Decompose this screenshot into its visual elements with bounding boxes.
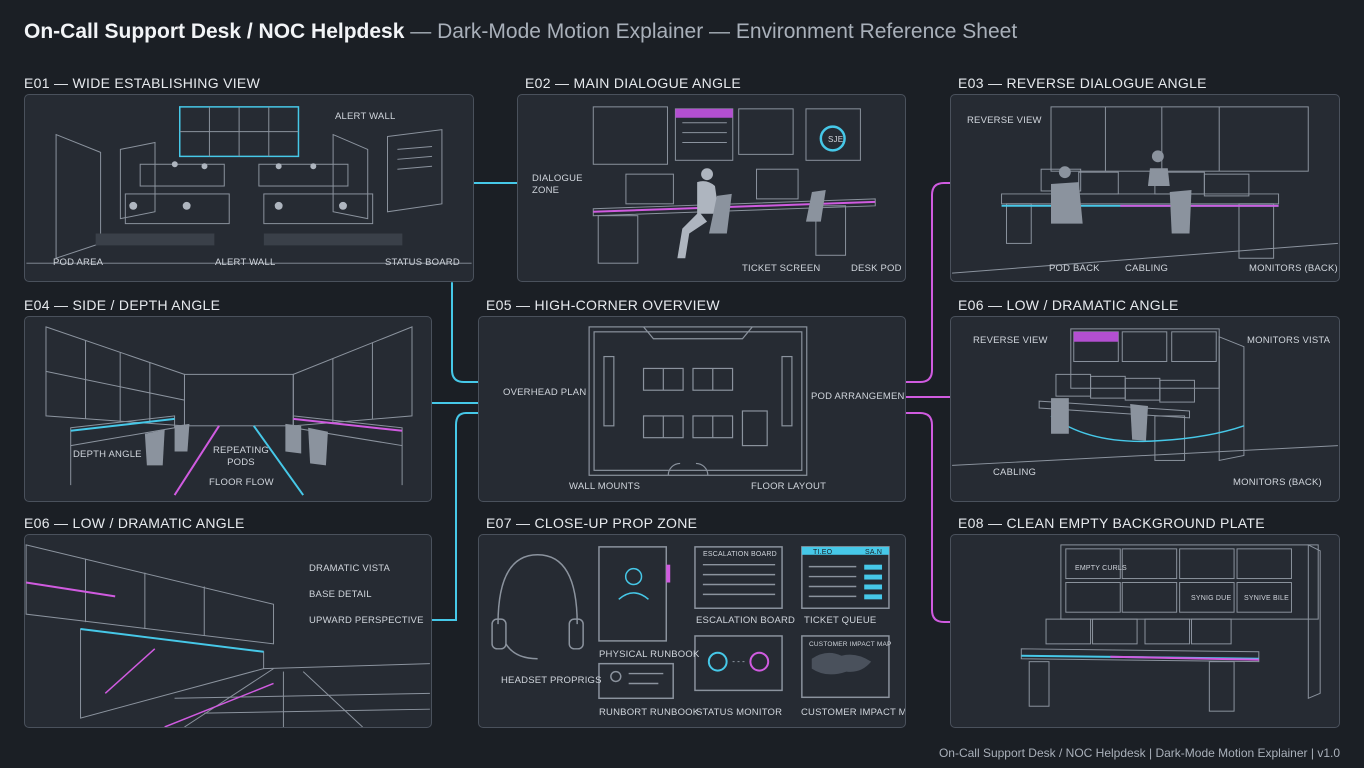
panel-illustration: REVERSE VIEW MONITORS VISTA CABLING MONI… — [950, 316, 1340, 502]
label-floor-layout: FLOOR LAYOUT — [751, 481, 827, 492]
panel-title: E02 — MAIN DIALOGUE ANGLE — [525, 75, 742, 91]
low-angle-monitors-sketch — [952, 328, 1338, 466]
panel-title: E06 — LOW / DRAMATIC ANGLE — [24, 515, 245, 531]
label-base-detail: BASE DETAIL — [309, 589, 372, 600]
label-dialogue-zone: DIALOGUE ZONE — [532, 173, 583, 196]
panel-title: E03 — REVERSE DIALOGUE ANGLE — [958, 75, 1207, 91]
label-queue-header: TI.EO — [813, 549, 833, 556]
label-map-header: CUSTOMER IMPACT MAP — [809, 641, 892, 648]
empty-plate-sketch — [1020, 544, 1321, 712]
panel-title: E04 — SIDE / DEPTH ANGLE — [24, 297, 221, 313]
panel-title: E05 — HIGH-CORNER OVERVIEW — [486, 297, 720, 313]
panel-e06-left: E06 — LOW / DRAMATIC ANGLE DRAMATIC VIST… — [24, 512, 432, 728]
label-monitors-back: MONITORS (BACK) — [1233, 477, 1322, 488]
label-reverse-view: REVERSE VIEW — [967, 115, 1042, 126]
label-ticket-queue: TICKET QUEUE — [804, 615, 877, 626]
label-monitors-back: MONITORS (BACK) — [1249, 263, 1338, 274]
label-escalation-board: ESCALATION BOARD — [696, 615, 796, 626]
label-repeating-pods: REPEATING PODS — [213, 445, 269, 468]
panel-e06-right: E06 — LOW / DRAMATIC ANGLE REVERSE VIEW … — [950, 294, 1340, 502]
label-ticket-screen: TICKET SCREEN — [742, 263, 821, 274]
label-cabling: CABLING — [1125, 263, 1169, 274]
panel-e02: E02 — MAIN DIALOGUE ANGLE — [517, 72, 906, 282]
label-pod-back: POD BACK — [1049, 263, 1100, 274]
panel-e08: E08 — CLEAN EMPTY BACKGROUND PLATE EMPTY… — [950, 512, 1340, 728]
label-escalation-board-header: ESCALATION BOARD — [703, 551, 777, 558]
label-alert-wall-top: ALERT WALL — [335, 111, 396, 122]
overhead-plan-sketch — [588, 326, 808, 476]
footer-version: On-Call Support Desk / NOC Helpdesk | Da… — [938, 746, 1340, 760]
panel-illustration: DEPTH ANGLE REPEATING PODS FLOOR FLOW — [24, 316, 432, 502]
reverse-dialogue-sketch — [952, 106, 1338, 274]
label-headset: HEADSET PROPRIGS — [501, 675, 602, 686]
panel-title: E01 — WIDE ESTABLISHING VIEW — [24, 75, 261, 91]
label-status-board: STATUS BOARD — [385, 257, 460, 268]
dialogue-desk-sketch — [592, 106, 876, 264]
label-queue-tag: SA.N — [865, 549, 883, 556]
panel-e01: E01 — WIDE ESTABLISHING VIEW — [24, 72, 474, 282]
panel-illustration: REVERSE VIEW POD BACK CABLING MONITORS (… — [950, 94, 1340, 282]
page-title-sub: — Dark-Mode Motion Explainer — Environme… — [404, 20, 1018, 43]
label-overhead-plan: OVERHEAD PLAN — [503, 387, 587, 398]
panel-illustration: EMPTY CURLS SYNIG DUE SYNIVE BILE — [950, 534, 1340, 728]
label-runbort-runbook: RUNBORT RUNBOOK — [599, 707, 700, 718]
panel-title: E07 — CLOSE-UP PROP ZONE — [486, 515, 698, 531]
label-customer-impact-map: CUSTOMER IMPACT MAP — [801, 707, 906, 718]
page-title: On-Call Support Desk / NOC Helpdesk — Da… — [24, 20, 1017, 44]
label-physical-runbook: PHYSICAL RUNBOOK — [599, 649, 700, 660]
label-alert-wall-bottom: ALERT WALL — [215, 257, 276, 268]
label-status-monitor: STATUS MONITOR — [696, 707, 783, 718]
panel-e03: E03 — REVERSE DIALOGUE ANGLE REVERSE VIE… — [950, 72, 1340, 282]
label-pod-arrangement: POD ARRANGEMENT — [811, 391, 906, 402]
depth-corridor-sketch — [45, 326, 413, 496]
label-depth-angle: DEPTH ANGLE — [73, 449, 142, 460]
panel-illustration: ALERT WALL POD AREA ALERT WALL STATUS BO… — [24, 94, 474, 282]
panel-title: E08 — CLEAN EMPTY BACKGROUND PLATE — [958, 515, 1265, 531]
panel-illustration: ESCALATION BOARD TI.EO SA.N CUSTOMER IMP… — [478, 534, 906, 728]
label-dramatic-vista: DRAMATIC VISTA — [309, 563, 391, 574]
label-upward-perspective: UPWARD PERSPECTIVE — [309, 615, 424, 626]
panel-e04: E04 — SIDE / DEPTH ANGLE DEPTH ANGLE — [24, 294, 432, 502]
label-reverse-view: REVERSE VIEW — [973, 335, 1048, 346]
panel-illustration: OVERHEAD PLAN POD ARRANGEMENT WALL MOUNT… — [478, 316, 906, 502]
label-floor-flow: FLOOR FLOW — [209, 477, 274, 488]
props-sketch — [491, 546, 890, 700]
screen-text-3: SYNIVE BILE — [1244, 595, 1289, 602]
dramatic-vista-sketch — [25, 544, 430, 727]
label-monitors-vista: MONITORS VISTA — [1247, 335, 1331, 346]
screen-text-2: SYNIG DUE — [1191, 595, 1232, 602]
label-desk-pod: DESK POD — [851, 263, 902, 274]
screen-text-1: EMPTY CURLS — [1075, 565, 1127, 572]
label-pod-area: POD AREA — [53, 257, 104, 268]
panel-illustration: SJE DIALOGUE ZONE TICKET SCREEN DESK POD — [517, 94, 906, 282]
panel-e07: E07 — CLOSE-UP PROP ZONE — [478, 512, 906, 728]
wide-room-sketch — [26, 106, 472, 264]
panel-title: E06 — LOW / DRAMATIC ANGLE — [958, 297, 1179, 313]
label-cabling: CABLING — [993, 467, 1037, 478]
badge-sje: SJE — [828, 135, 844, 144]
label-wall-mounts: WALL MOUNTS — [569, 481, 641, 492]
page-title-bold: On-Call Support Desk / NOC Helpdesk — [24, 20, 405, 43]
panel-e05: E05 — HIGH-CORNER OVERVIEW OVERHEAD PLAN… — [478, 294, 906, 502]
panel-illustration: DRAMATIC VISTA BASE DETAIL UPWARD PERSPE… — [24, 534, 432, 728]
